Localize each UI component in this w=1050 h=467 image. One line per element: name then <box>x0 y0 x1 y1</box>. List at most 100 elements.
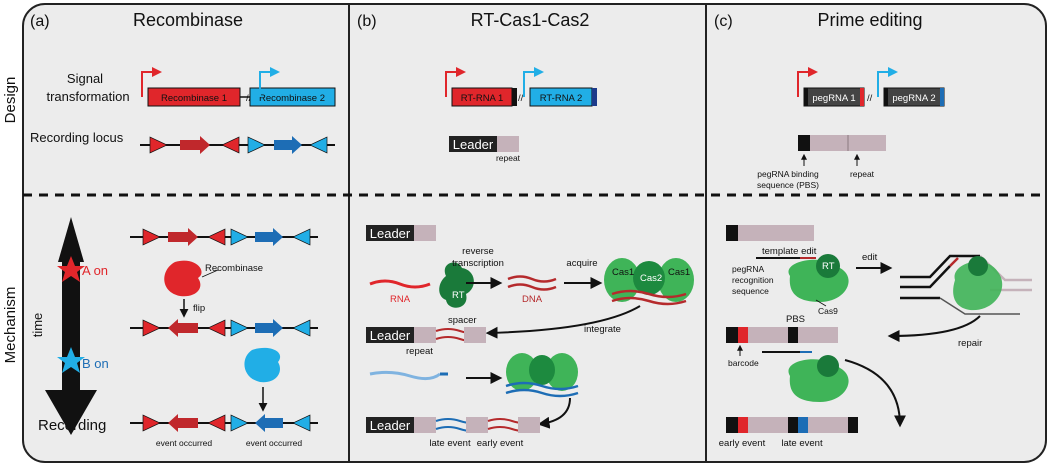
panel-b: (b) RT-Cas1-Cas2 RT-RNA 1 // RT-RNA 2 Le… <box>357 10 694 449</box>
spacer-label: spacer <box>448 315 477 326</box>
cas2-label: Cas2 <box>640 273 662 284</box>
break-mark: // <box>246 93 252 104</box>
rt-rna-1-label: RT-RNA 1 <box>461 93 504 104</box>
recombinase-1-label: Recombinase 1 <box>161 93 227 104</box>
repeat-cycle-arrow <box>844 359 906 428</box>
integrate-label: integrate <box>584 324 621 335</box>
event-occurred-label-2: event occurred <box>246 438 302 448</box>
recombinase-2-gene <box>249 87 336 107</box>
rt-label: RT <box>452 290 465 301</box>
transformation-label: transformation <box>46 89 129 104</box>
dna-strand-2 <box>507 283 557 291</box>
b-on-label: B on <box>82 356 109 371</box>
integrate-arrow-2 <box>537 397 571 429</box>
recording-locus <box>140 136 335 154</box>
repeat-label-2: repeat <box>406 346 433 357</box>
time-label: time <box>30 313 45 338</box>
panel-b-letter: (b) <box>357 13 377 30</box>
rna-strand-blue <box>369 370 441 381</box>
break-mark-c: // <box>867 93 873 104</box>
rt-label-c: RT <box>822 261 835 272</box>
edit-label: edit <box>862 252 878 263</box>
promoter-arrow-blue <box>259 67 280 97</box>
repair-arrow <box>887 315 981 342</box>
panel-c-title: Prime editing <box>817 10 922 30</box>
star-a-icon <box>57 256 85 282</box>
barcode-label: barcode <box>728 358 759 368</box>
recombinase-enzyme-label: Recombinase <box>205 263 263 274</box>
repair-label: repair <box>958 338 982 349</box>
leader-block-4 <box>366 417 414 433</box>
mechanism-side-label: Mechanism <box>2 287 19 364</box>
panel-c-letter: (c) <box>714 13 733 30</box>
recognition-label-1: pegRNA <box>732 264 764 274</box>
recording-locus-label: Recording locus <box>30 130 124 145</box>
promoter-arrow-blue-b <box>523 67 544 97</box>
pbs-label-3: PBS <box>786 314 805 325</box>
flip-label: flip <box>193 303 205 314</box>
rna-label: RNA <box>390 294 411 305</box>
time-arrow <box>45 217 97 435</box>
prime-rt-icon <box>816 254 840 278</box>
a-on-label: A on <box>82 263 108 278</box>
rna-strand <box>369 279 431 289</box>
leader-label-3: Leader <box>370 328 411 343</box>
panel-a-title: Recombinase <box>133 10 243 30</box>
figure-frame <box>22 3 1047 463</box>
cas-complex-right-icon <box>546 353 578 391</box>
cas1-right-icon <box>658 258 694 302</box>
early-event-label-b: early event <box>477 438 524 449</box>
promoter-arrow-red <box>141 67 162 97</box>
pbs-label-2: sequence (PBS) <box>757 180 819 190</box>
rt-enzyme-icon <box>439 262 474 308</box>
pbs-label-1: pegRNA binding <box>757 169 819 179</box>
break-mark-b: // <box>518 93 524 104</box>
template-edit-label: template edit <box>762 246 817 257</box>
acquire-label: acquire <box>566 258 597 269</box>
signal-label: Signal <box>67 71 103 86</box>
design-side-label: Design <box>2 77 19 124</box>
panel-a-letter: (a) <box>30 13 50 30</box>
integrate-arrow <box>485 305 641 339</box>
locus-flipped <box>130 319 318 337</box>
leader-label: Leader <box>453 137 494 152</box>
recognition-label-3: sequence <box>732 286 769 296</box>
recording-label: Recording <box>38 417 106 434</box>
dna-label: DNA <box>522 294 543 305</box>
early-event-label-c: early event <box>719 438 766 449</box>
leader-block <box>449 136 497 152</box>
pbs-block <box>798 135 810 151</box>
leader-block-2 <box>366 225 414 241</box>
cas1-right-label: Cas1 <box>668 267 690 278</box>
promoter-arrow-blue-c <box>877 67 898 97</box>
panel-b-title: RT-Cas1-Cas2 <box>471 10 590 30</box>
cas1-left-label: Cas1 <box>612 267 634 278</box>
event-occurred-label-1: event occurred <box>156 438 212 448</box>
late-event-label-b: late event <box>429 438 471 449</box>
reverse-label: reverse <box>462 246 494 257</box>
recombinase-2-label: Recombinase 2 <box>259 93 325 104</box>
cas9-edit-icon <box>953 261 1003 311</box>
recognition-label-2: recognition <box>732 275 774 285</box>
recombinase-2-enzyme-icon <box>244 347 281 383</box>
promoter-arrow-red-b <box>445 67 466 97</box>
pbs-block-2 <box>726 225 738 241</box>
star-b-icon <box>57 347 85 373</box>
leader-block-3 <box>366 327 414 343</box>
cas2-icon <box>633 261 665 295</box>
panel-a: (a) Recombinase Signal transformation Re… <box>30 10 336 448</box>
late-event-label-c: late event <box>781 438 823 449</box>
locus-recorded <box>130 414 318 432</box>
cas-complex-center-icon <box>529 355 555 385</box>
pegrna-1-label: pegRNA 1 <box>812 93 855 104</box>
rt-rna-2-label: RT-RNA 2 <box>540 93 583 104</box>
repeat-block <box>497 136 519 152</box>
cas9-label: Cas9 <box>818 306 838 316</box>
promoter-arrow-red-c <box>797 67 818 97</box>
leader-label-2: Leader <box>370 226 411 241</box>
panel-c: (c) Prime editing pegRNA 1 // pegRNA 2 p… <box>714 10 1032 449</box>
transcription-label: transcription <box>452 258 504 269</box>
cas-complex-left-icon <box>506 353 538 391</box>
recombinase-enzyme-icon <box>164 260 202 297</box>
locus-initial <box>130 228 318 246</box>
